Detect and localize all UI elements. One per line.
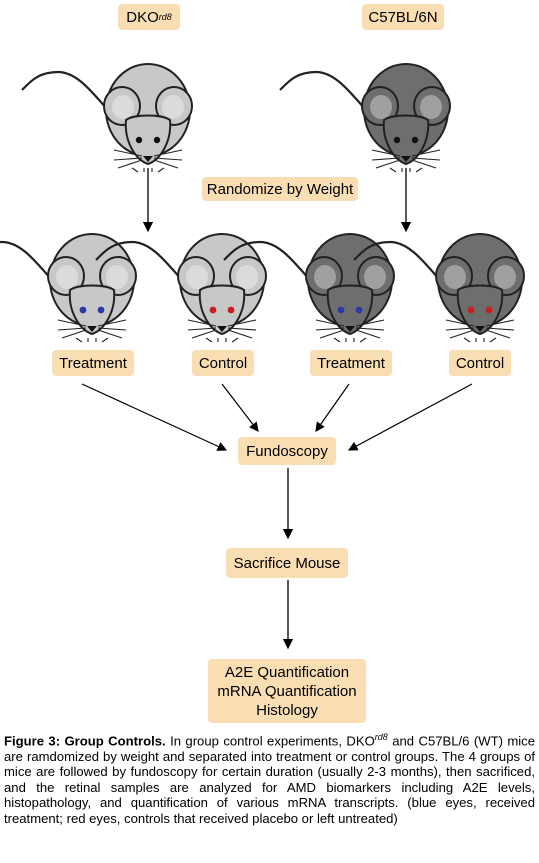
analysis-mrna: mRNA Quantification bbox=[217, 682, 357, 700]
dko-treatment-mouse bbox=[0, 232, 138, 344]
wt-name: C57BL/6N bbox=[368, 8, 438, 26]
control-label-dko: Control bbox=[198, 354, 248, 372]
wt-strain-label: C57BL/6N bbox=[362, 4, 444, 30]
arrow-control2-fundoscopy bbox=[347, 383, 473, 451]
dko-name: DKO bbox=[126, 8, 159, 26]
dko-control-mouse bbox=[94, 232, 268, 344]
sacrifice-box: Sacrifice Mouse bbox=[226, 548, 348, 578]
dko-superscript: rd8 bbox=[158, 11, 172, 22]
caption-text-start: In group control experiments, DKO bbox=[165, 733, 375, 749]
fundoscopy-box: Fundoscopy bbox=[238, 437, 336, 465]
caption-superscript: rd8 bbox=[374, 732, 388, 742]
figure-caption: Figure 3: Group Controls. In group contr… bbox=[4, 730, 535, 826]
caption-text-rest: and C57BL/6 (WT) mice are ramdomized by … bbox=[4, 733, 536, 826]
wt-control-mouse bbox=[352, 232, 526, 344]
sacrifice-label: Sacrifice Mouse bbox=[233, 554, 341, 572]
fundoscopy-label: Fundoscopy bbox=[246, 442, 328, 460]
wt-mouse-top bbox=[278, 62, 452, 174]
treatment-box-wt: Treatment bbox=[310, 350, 392, 376]
treatment-label-dko: Treatment bbox=[59, 354, 127, 372]
analysis-box: A2E Quantification mRNA Quantification H… bbox=[208, 659, 366, 723]
arrow-treatment1-fundoscopy bbox=[81, 383, 228, 451]
arrow-control1-fundoscopy bbox=[221, 383, 259, 432]
wt-treatment-mouse bbox=[222, 232, 396, 344]
analysis-a2e: A2E Quantification bbox=[224, 663, 350, 681]
control-label-wt: Control bbox=[455, 354, 505, 372]
treatment-box-dko: Treatment bbox=[52, 350, 134, 376]
analysis-histology: Histology bbox=[256, 701, 318, 719]
randomize-label: Randomize by Weight bbox=[206, 180, 354, 198]
control-box-wt: Control bbox=[449, 350, 511, 376]
randomize-box: Randomize by Weight bbox=[202, 177, 358, 201]
caption-label: Figure 3: Group Controls. bbox=[4, 733, 166, 749]
diagram-canvas bbox=[0, 62, 526, 650]
arrow-treatment2-fundoscopy bbox=[315, 383, 350, 432]
treatment-label-wt: Treatment bbox=[317, 354, 385, 372]
control-box-dko: Control bbox=[192, 350, 254, 376]
dko-mouse-top bbox=[20, 62, 194, 174]
